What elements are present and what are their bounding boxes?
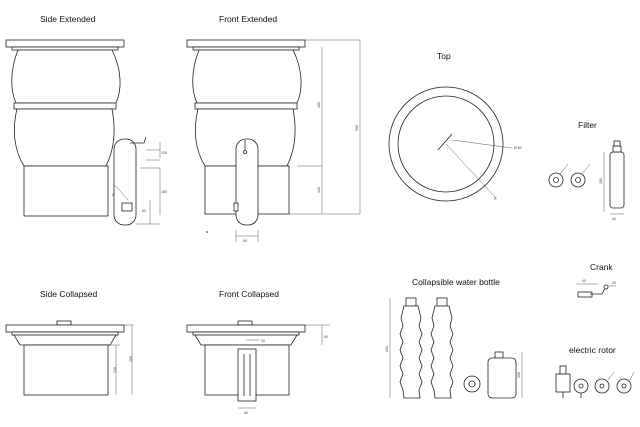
label-electric-rotor: electric rotor (569, 345, 616, 355)
svg-text:400: 400 (317, 102, 321, 108)
bottle-views: 200 100 (385, 297, 523, 399)
label-side-collapsed: Side Collapsed (40, 289, 98, 299)
filter-view: 180 40 (548, 140, 625, 221)
svg-text:60: 60 (324, 335, 328, 339)
label-front-extended: Front Extended (219, 14, 278, 24)
svg-text:60: 60 (244, 411, 248, 415)
front-extended-view: 60 400 140 555 (186, 39, 361, 243)
svg-text:Ø 60: Ø 60 (514, 146, 522, 150)
svg-text:140: 140 (113, 367, 117, 373)
svg-text:40: 40 (582, 279, 586, 283)
svg-text:555: 555 (355, 125, 359, 131)
label-filter: Filter (578, 120, 597, 130)
svg-text:105: 105 (161, 151, 167, 155)
svg-text:180: 180 (161, 190, 167, 194)
label-top: Top (437, 51, 451, 61)
label-collapsible-bottle: Collapsible water bottle (412, 277, 500, 287)
svg-text:180: 180 (599, 178, 603, 184)
svg-text:100: 100 (517, 372, 521, 378)
svg-text:40: 40 (612, 217, 616, 221)
svg-text:20: 20 (612, 281, 616, 285)
label-side-extended: Side Extended (40, 14, 96, 24)
label-front-collapsed: Front Collapsed (219, 289, 280, 299)
top-view: Ø 60 R (388, 86, 522, 202)
svg-text:200: 200 (385, 346, 389, 352)
svg-text:30: 30 (261, 339, 265, 343)
side-extended-view: 105 180 Ø 60 (5, 39, 167, 226)
crank-view: 40 20 (576, 279, 616, 298)
svg-text:R: R (494, 197, 497, 201)
svg-text:60: 60 (243, 239, 247, 243)
svg-text:200: 200 (129, 356, 133, 362)
svg-text:Ø: Ø (112, 193, 115, 197)
svg-text:140: 140 (317, 187, 321, 193)
side-collapsed-view: 140 200 (5, 320, 134, 396)
label-crank: Crank (590, 262, 613, 272)
svg-text:60: 60 (142, 209, 146, 213)
front-collapsed-view: 30 60 60 (186, 320, 330, 415)
rotor-view (555, 365, 635, 398)
